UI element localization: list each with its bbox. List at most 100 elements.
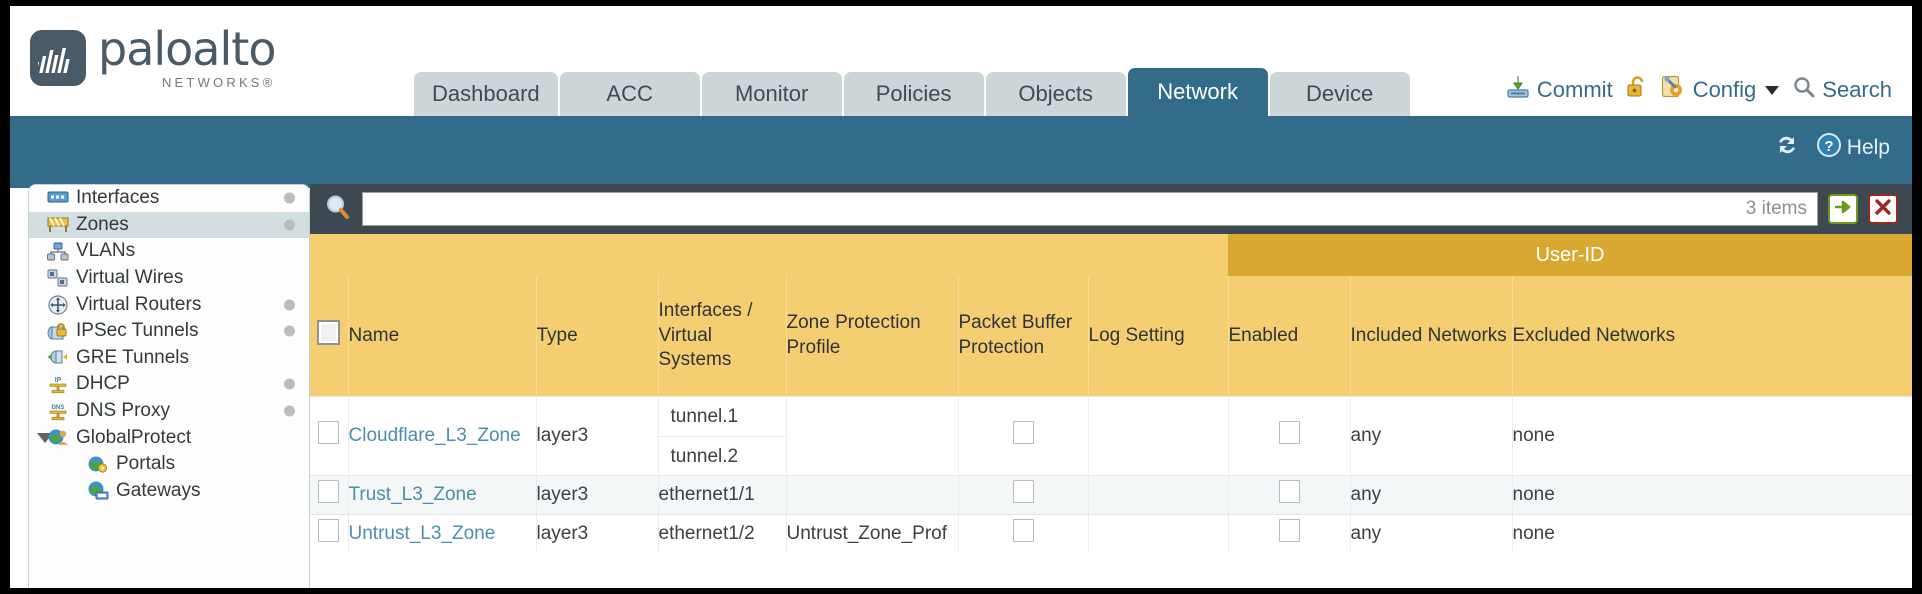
cell-userid-enabled[interactable] — [1227, 475, 1350, 514]
column-header-enabled[interactable]: Enabled — [1227, 276, 1350, 396]
tab-label: Monitor — [734, 81, 809, 106]
clear-filter-button[interactable] — [1868, 194, 1898, 224]
column-header-included-networks[interactable]: Included Networks — [1349, 276, 1512, 396]
group-header-spacer — [310, 234, 1228, 276]
search-magnifier-icon[interactable] — [324, 193, 352, 226]
sidebar-item-label: Interfaces — [76, 187, 160, 209]
sidebar-item-label: IPSec Tunnels — [76, 320, 199, 342]
cell-packet-buffer-protection[interactable] — [957, 475, 1088, 514]
apply-filter-button[interactable] — [1828, 194, 1858, 224]
row-select-checkbox[interactable] — [310, 514, 348, 553]
sidebar-item-portals[interactable]: Portals — [29, 451, 309, 478]
commit-save-icon — [1505, 74, 1531, 106]
tab-label: Dashboard — [432, 81, 540, 106]
sidebar-item-gateways[interactable]: Gateways — [29, 478, 309, 505]
cell-name[interactable]: Trust_L3_Zone — [347, 475, 536, 514]
checkbox-box — [318, 519, 340, 543]
cell-packet-buffer-protection[interactable] — [957, 396, 1088, 475]
checkbox-box — [1278, 519, 1300, 543]
portals-icon — [87, 455, 109, 474]
sidebar-item-virtual-routers[interactable]: Virtual Routers — [29, 291, 309, 318]
tab-label: Device — [1306, 81, 1374, 106]
config-menu[interactable]: Config — [1661, 74, 1780, 106]
tab-monitor[interactable]: Monitor — [701, 72, 842, 116]
cell-log-setting — [1087, 475, 1228, 514]
tab-policies[interactable]: Policies — [843, 72, 984, 116]
sidebar-item-interfaces[interactable]: Interfaces — [29, 185, 309, 212]
sub-toolbar-actions: ? Help — [1774, 132, 1890, 164]
zone-link[interactable]: Cloudflare_L3_Zone — [348, 424, 521, 446]
cell-excluded-networks: none — [1511, 396, 1912, 475]
svg-text:IP: IP — [55, 377, 62, 384]
cell-zone-protection-profile — [785, 475, 958, 514]
network-sidebar: Interfaces Zones VLANs Virtual Wires — [28, 184, 310, 588]
tab-acc[interactable]: ACC — [559, 72, 700, 116]
logo-text: paloalto NETWORKS® — [98, 26, 276, 89]
sidebar-item-vlans[interactable]: VLANs — [29, 238, 309, 265]
app-window: paloalto NETWORKS® Dashboard ACC Monitor… — [10, 6, 1912, 588]
sidebar-item-label: Virtual Wires — [76, 267, 184, 289]
cell-interfaces: tunnel.1 tunnel.2 — [657, 396, 786, 475]
lock-button[interactable] — [1626, 74, 1648, 106]
row-select-checkbox[interactable] — [310, 475, 348, 514]
sidebar-item-ipsec-tunnels[interactable]: IPSec Tunnels — [29, 318, 309, 345]
column-header-interfaces-virtual-systems[interactable]: Interfaces / Virtual Systems — [657, 276, 786, 396]
zone-link[interactable]: Untrust_L3_Zone — [348, 522, 496, 544]
column-header-packet-buffer-protection[interactable]: Packet Buffer Protection — [957, 276, 1088, 396]
checkbox-box — [317, 319, 341, 345]
search-input[interactable]: 3 items — [362, 192, 1818, 226]
table-row[interactable]: Trust_L3_Zone layer3 ethernet1/1 any non… — [310, 475, 1912, 514]
cell-type: layer3 — [535, 396, 658, 475]
config-label: Config — [1692, 77, 1757, 102]
main-tab-bar: Dashboard ACC Monitor Policies Objects N… — [414, 68, 1410, 116]
help-button[interactable]: ? Help — [1816, 132, 1890, 164]
sidebar-item-virtual-wires[interactable]: Virtual Wires — [29, 265, 309, 292]
sidebar-item-gre-tunnels[interactable]: GRE Tunnels — [29, 345, 309, 372]
column-header-excluded-networks[interactable]: Excluded Networks — [1511, 276, 1912, 396]
zones-table: User-ID Name Type Interfaces / Virtual S… — [310, 234, 1912, 553]
zone-link[interactable]: Trust_L3_Zone — [348, 483, 477, 505]
commit-button[interactable]: Commit — [1505, 74, 1613, 106]
sidebar-item-label: DHCP — [76, 373, 130, 395]
search-magnifier-icon — [1792, 75, 1816, 105]
cell-packet-buffer-protection[interactable] — [957, 514, 1088, 553]
svg-text:?: ? — [1824, 138, 1833, 155]
search-button[interactable]: Search — [1792, 75, 1892, 105]
status-dot — [284, 325, 295, 337]
table-row[interactable]: Untrust_L3_Zone layer3 ethernet1/2 Untru… — [310, 514, 1912, 553]
row-select-checkbox[interactable] — [310, 396, 348, 475]
vlans-icon — [47, 242, 69, 261]
sidebar-item-label: GlobalProtect — [76, 426, 192, 448]
cell-name[interactable]: Untrust_L3_Zone — [347, 514, 536, 553]
refresh-button[interactable] — [1774, 133, 1800, 163]
cell-name[interactable]: Cloudflare_L3_Zone — [347, 396, 536, 475]
cell-included-networks: any — [1349, 475, 1512, 514]
sidebar-item-label: Portals — [116, 453, 176, 475]
column-header-log-setting[interactable]: Log Setting — [1087, 276, 1228, 396]
cell-interfaces: ethernet1/1 — [657, 475, 786, 514]
sidebar-item-dns-proxy[interactable]: DNS DNS Proxy — [29, 398, 309, 425]
green-arrow-apply-icon — [1833, 199, 1853, 220]
column-header-type[interactable]: Type — [535, 276, 658, 396]
tab-network[interactable]: Network — [1127, 68, 1268, 116]
select-all-checkbox[interactable] — [310, 276, 348, 396]
sidebar-item-label: Virtual Routers — [76, 293, 202, 315]
tab-objects[interactable]: Objects — [985, 72, 1126, 116]
sidebar-item-globalprotect[interactable]: GlobalProtect — [29, 424, 309, 451]
tab-device[interactable]: Device — [1269, 72, 1410, 116]
tab-label: Policies — [875, 81, 952, 106]
column-header-name[interactable]: Name — [347, 276, 536, 396]
cell-zone-protection-profile — [785, 396, 958, 475]
cell-userid-enabled[interactable] — [1227, 514, 1350, 553]
help-label: Help — [1846, 136, 1890, 159]
expander-triangle-icon[interactable] — [37, 432, 53, 443]
column-header-zone-protection-profile[interactable]: Zone Protection Profile — [785, 276, 958, 396]
tab-dashboard[interactable]: Dashboard — [414, 72, 558, 116]
sidebar-item-dhcp[interactable]: IP DHCP — [29, 371, 309, 398]
paloalto-logo: paloalto NETWORKS® — [30, 26, 276, 89]
cell-included-networks: any — [1349, 514, 1512, 553]
checkbox-box — [1012, 421, 1034, 444]
sidebar-item-zones[interactable]: Zones — [29, 211, 309, 239]
interface-entry: tunnel.2 — [658, 435, 786, 475]
cell-userid-enabled[interactable] — [1227, 396, 1350, 475]
